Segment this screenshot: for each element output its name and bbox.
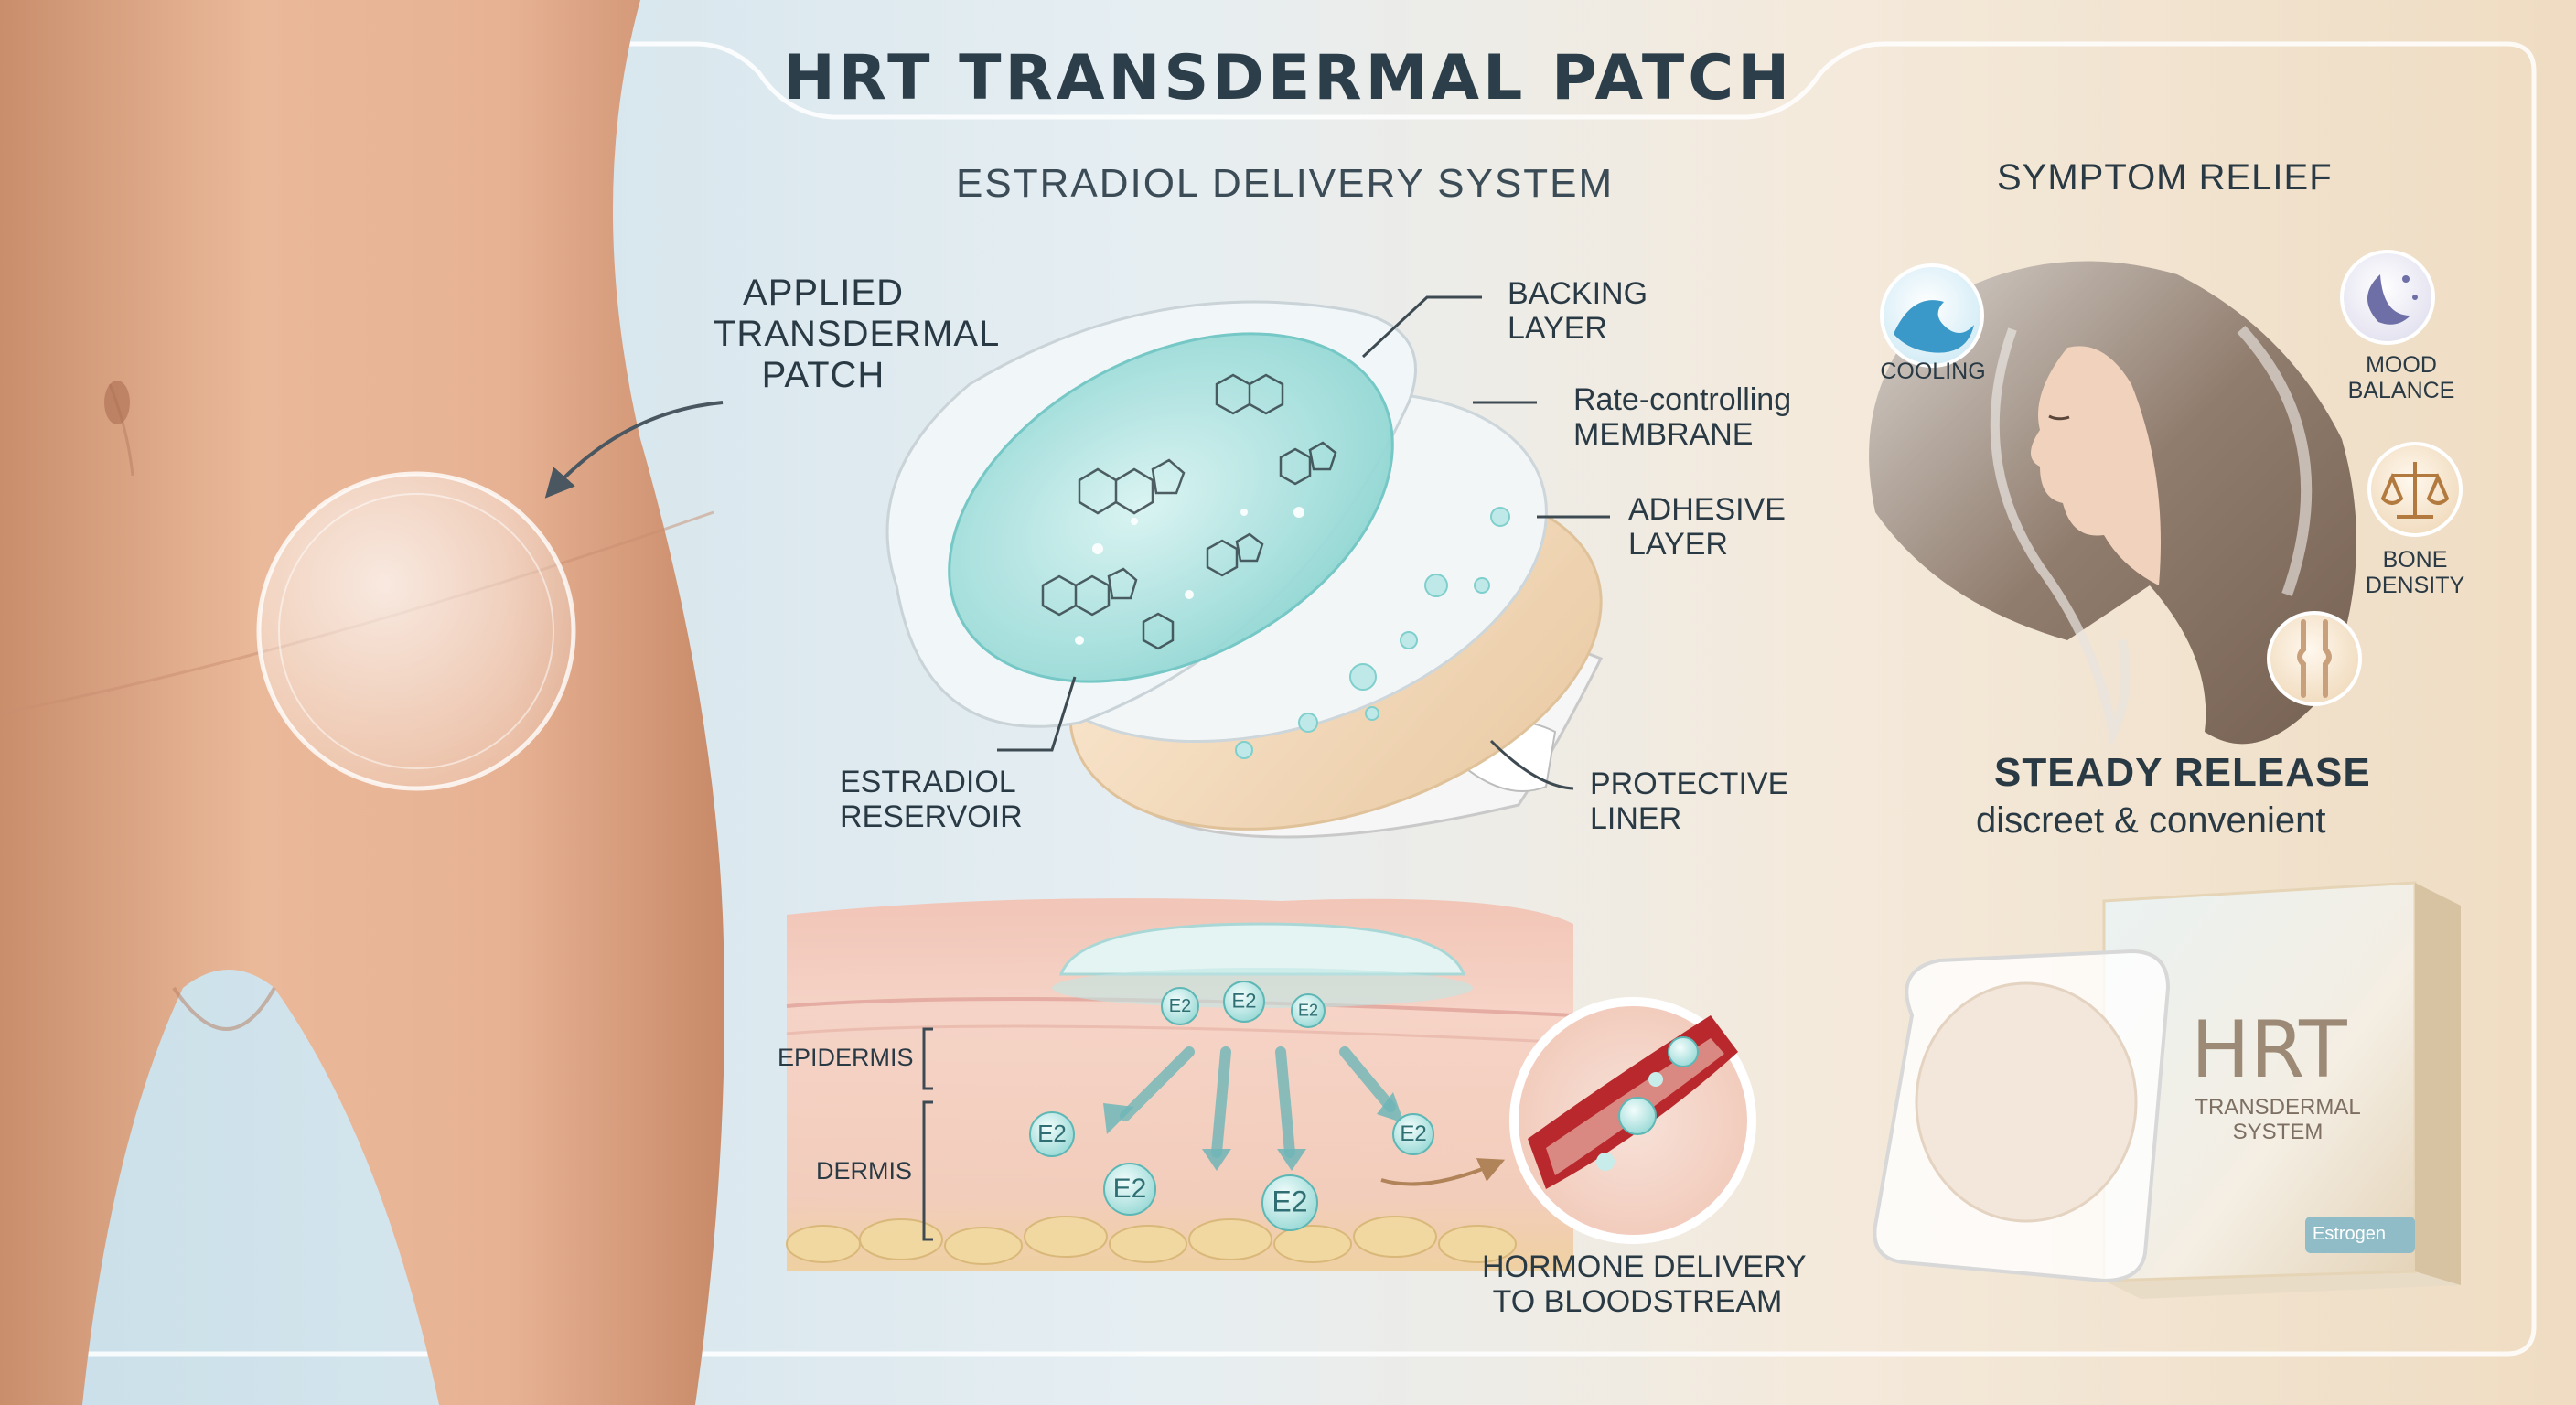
liner-line-1: PROTECTIVE: [1590, 767, 1789, 801]
symptom-relief-header: SYMPTOM RELIEF: [1997, 157, 2333, 198]
liner-line-2: LINER: [1590, 801, 1682, 837]
bone-density-label: BONE DENSITY: [2356, 547, 2474, 598]
e2-molecule-label: E2: [1169, 996, 1191, 1016]
e2-molecule: [1261, 1174, 1318, 1231]
steady-release-tagline: discreet & convenient: [1976, 800, 2326, 841]
e2-molecule: [1392, 1113, 1434, 1155]
membrane-line-1: Rate-controlling: [1573, 382, 1792, 417]
cooling-label: COOLING: [1880, 359, 1986, 384]
applied-patch-label: APPLIED TRANSDERMAL PATCH: [714, 273, 1001, 395]
dermis-bracket: [922, 1100, 933, 1241]
epidermis-label: EPIDERMIS: [778, 1044, 914, 1071]
reservoir-line-2: RESERVOIR: [840, 799, 1023, 835]
applied-patch: [256, 471, 576, 791]
mood-badge: [2340, 250, 2435, 345]
mood-line-2: BALANCE: [2347, 378, 2455, 403]
backing-line-2: LAYER: [1508, 311, 1607, 347]
reservoir-leader: [997, 676, 1077, 752]
estrogen-label: Estrogen: [2313, 1224, 2387, 1244]
applied-line-3: PATCH: [761, 354, 886, 395]
delivery-line-1: HORMONE DELIVERY: [1482, 1249, 1807, 1284]
e2-molecule: [1291, 993, 1326, 1028]
adhesive-line-2: LAYER: [1628, 527, 1728, 563]
applied-arrow: [544, 401, 724, 499]
backing-line-1: BACKING: [1508, 276, 1648, 311]
patch-on-skin: [1058, 922, 1466, 976]
bone-line-2: DENSITY: [2365, 573, 2465, 598]
box-subtitle: TRANSDERMAL SYSTEM: [2182, 1095, 2374, 1145]
moon-stars-icon: [2367, 274, 2410, 325]
liner-label: PROTECTIVE LINER: [1590, 767, 1788, 836]
blood-vessel-callout: [1509, 997, 1756, 1244]
delivery-line-2: TO BLOODSTREAM: [1492, 1284, 1783, 1320]
membrane-line-2: MEMBRANE: [1573, 417, 1754, 453]
backing-layer-label: BACKING LAYER: [1508, 276, 1648, 346]
e2-molecule-label: E2: [1298, 1001, 1318, 1019]
box-line-1: TRANSDERMAL: [2195, 1095, 2361, 1120]
epidermis-bracket: [922, 1027, 933, 1090]
product-box: [2102, 881, 2461, 1299]
skin-cross-section: [786, 898, 1574, 1271]
reservoir-line-1: ESTRADIOL: [840, 765, 1016, 799]
membrane-label: Rate-controlling MEMBRANE: [1573, 382, 1791, 452]
e2-molecule: [1161, 987, 1199, 1025]
bone-badge: [2367, 442, 2463, 537]
joint-icon: [2297, 619, 2332, 698]
applied-line-1: APPLIED: [743, 273, 904, 313]
steady-release-headline: STEADY RELEASE: [1994, 750, 2371, 795]
backing-leader: [1361, 295, 1482, 359]
e2-molecule: [1223, 981, 1265, 1023]
adhesive-line-1: ADHESIVE: [1628, 492, 1786, 527]
e2-molecule: [1103, 1163, 1156, 1216]
liner-leader: [1489, 739, 1574, 790]
applied-line-2: TRANSDERMAL: [714, 313, 1001, 354]
e2-molecule-label: E2: [1272, 1185, 1307, 1218]
navel: [104, 381, 130, 424]
e2-molecule-label: E2: [1037, 1120, 1067, 1147]
reservoir-layer: [948, 332, 1394, 683]
patch-layers-illustration: [886, 300, 1604, 839]
layer-leaders: [997, 295, 1610, 790]
e2-molecule-label: E2: [1113, 1174, 1147, 1204]
estrogen-tag: [2305, 1217, 2415, 1253]
hormone-delivery-label: HORMONE DELIVERY TO BLOODSTREAM: [1482, 1249, 1807, 1320]
sample-patch: [1873, 949, 2171, 1283]
e2-molecule-label: E2: [1232, 990, 1257, 1013]
cooling-badge: [1880, 263, 1984, 368]
subtitle: ESTRADIOL DELIVERY SYSTEM: [956, 161, 1615, 206]
woman-profile-illustration: [1869, 261, 2356, 746]
wave-icon: [1894, 300, 1974, 353]
mood-line-1: MOOD: [2366, 352, 2437, 378]
box-line-2: SYSTEM: [2232, 1119, 2324, 1144]
page-title: HRT TRANSDERMAL PATCH: [782, 42, 1794, 114]
adhesive-label: ADHESIVE LAYER: [1628, 492, 1786, 562]
bone-line-1: BONE: [2382, 547, 2448, 573]
mood-balance-label: MOOD BALANCE: [2342, 352, 2461, 403]
joint-badge: [2267, 611, 2362, 706]
scale-icon: [2380, 462, 2450, 519]
reservoir-label: ESTRADIOL RESERVOIR: [840, 765, 1023, 834]
e2-molecule-label: E2: [1400, 1121, 1426, 1146]
box-brand: HRT: [2191, 1004, 2347, 1096]
bloodstream-arrow: [1380, 1158, 1506, 1186]
e2-molecule: [1029, 1111, 1075, 1157]
dermis-label: DERMIS: [816, 1157, 913, 1185]
